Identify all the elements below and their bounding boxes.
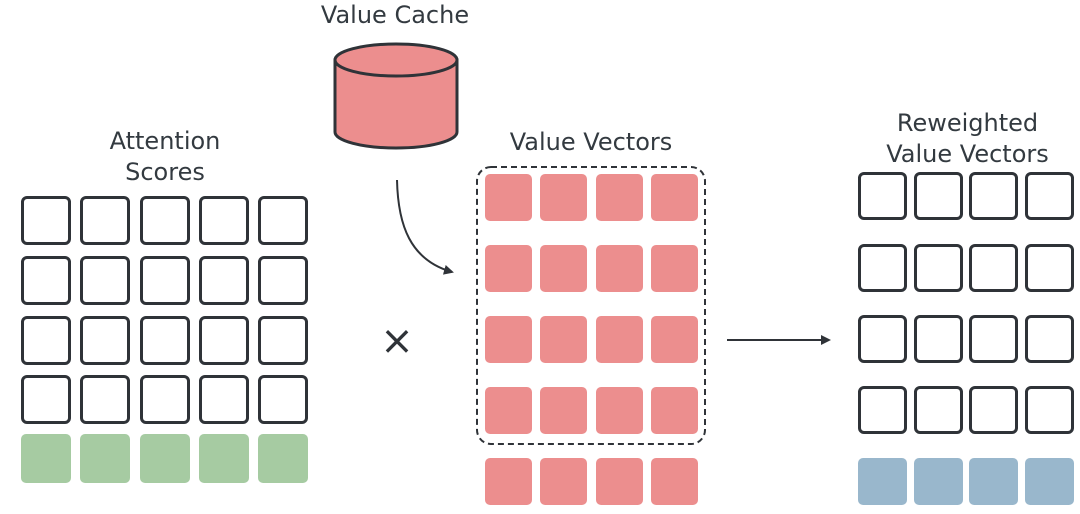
value-vector-cell bbox=[651, 174, 698, 221]
value-vectors-dashed-box bbox=[476, 166, 706, 445]
attention-score-cell bbox=[258, 256, 308, 305]
value-vector-cell bbox=[651, 245, 698, 292]
value-vector-cell bbox=[485, 387, 532, 434]
value-vector-cell bbox=[596, 316, 643, 363]
attention-score-cell bbox=[199, 316, 249, 365]
value-vector-cell bbox=[651, 316, 698, 363]
value-vector-cell bbox=[540, 316, 587, 363]
attention-scores-title: Attention Scores bbox=[75, 126, 255, 188]
attention-scores-line2: Scores bbox=[125, 158, 205, 186]
value-vector-cell bbox=[596, 245, 643, 292]
value-vector-cell bbox=[540, 387, 587, 434]
value-vector-cell bbox=[651, 387, 698, 434]
reweighted-value-vectors-title: Reweighted Value Vectors bbox=[855, 108, 1080, 170]
attention-score-cell bbox=[199, 256, 249, 305]
attention-score-new-cell bbox=[80, 434, 130, 483]
attention-score-new-cell bbox=[258, 434, 308, 483]
reweighted-vector-cell bbox=[1025, 172, 1074, 220]
reweighted-vector-cell bbox=[858, 386, 907, 434]
attention-score-cell bbox=[140, 316, 190, 365]
reweighted-vector-cell bbox=[914, 172, 963, 220]
reweighted-vector-cell bbox=[969, 386, 1018, 434]
value-vector-new-cell bbox=[651, 458, 698, 505]
value-vector-cell bbox=[596, 387, 643, 434]
attention-score-cell bbox=[140, 256, 190, 305]
attention-score-cell bbox=[140, 375, 190, 424]
value-cache-label: Value Cache bbox=[320, 1, 470, 29]
value-vector-new-cell bbox=[596, 458, 643, 505]
attention-score-cell bbox=[21, 375, 71, 424]
attention-score-cell bbox=[199, 375, 249, 424]
value-vector-cell bbox=[540, 174, 587, 221]
attention-score-cell bbox=[21, 316, 71, 365]
multiply-icon: × bbox=[380, 318, 414, 364]
reweighted-vector-cell bbox=[969, 315, 1018, 363]
reweighted-vector-new-cell bbox=[858, 458, 907, 505]
attention-score-cell bbox=[80, 256, 130, 305]
attention-score-cell bbox=[140, 196, 190, 245]
reweighted-vector-cell bbox=[858, 172, 907, 220]
attention-score-cell bbox=[80, 316, 130, 365]
value-vector-cell bbox=[485, 245, 532, 292]
attention-score-cell bbox=[199, 196, 249, 245]
value-vectors-title: Value Vectors bbox=[509, 128, 673, 156]
attention-score-cell bbox=[80, 196, 130, 245]
value-vector-new-cell bbox=[540, 458, 587, 505]
value-vector-cell bbox=[485, 174, 532, 221]
attention-score-cell bbox=[258, 196, 308, 245]
value-vector-new-cell bbox=[485, 458, 532, 505]
reweighted-vector-cell bbox=[1025, 386, 1074, 434]
value-vector-cell bbox=[485, 316, 532, 363]
attention-score-cell bbox=[80, 375, 130, 424]
database-cylinder-icon bbox=[333, 42, 459, 150]
reweighted-vector-new-cell bbox=[1025, 458, 1074, 505]
reweighted-vector-new-cell bbox=[914, 458, 963, 505]
attention-score-new-cell bbox=[21, 434, 71, 483]
value-vector-cell bbox=[540, 245, 587, 292]
attention-score-cell bbox=[21, 256, 71, 305]
reweighted-vector-cell bbox=[969, 172, 1018, 220]
attention-score-cell bbox=[258, 316, 308, 365]
attention-score-cell bbox=[21, 196, 71, 245]
reweighted-vector-cell bbox=[914, 315, 963, 363]
reweighted-vector-cell bbox=[969, 244, 1018, 292]
reweighted-vector-cell bbox=[1025, 244, 1074, 292]
value-vector-cell bbox=[596, 174, 643, 221]
reweighted-vector-cell bbox=[858, 315, 907, 363]
attention-score-new-cell bbox=[140, 434, 190, 483]
reweighted-line2: Value Vectors bbox=[886, 140, 1049, 168]
reweighted-vector-new-cell bbox=[969, 458, 1018, 505]
reweighted-vector-cell bbox=[1025, 315, 1074, 363]
attention-score-cell bbox=[258, 375, 308, 424]
reweighted-line1: Reweighted bbox=[896, 109, 1039, 137]
reweighted-vector-cell bbox=[914, 244, 963, 292]
reweighted-vector-cell bbox=[858, 244, 907, 292]
reweighted-vector-cell bbox=[914, 386, 963, 434]
attention-scores-line1: Attention bbox=[109, 127, 221, 155]
curved-arrow-icon bbox=[396, 179, 454, 275]
attention-score-new-cell bbox=[199, 434, 249, 483]
